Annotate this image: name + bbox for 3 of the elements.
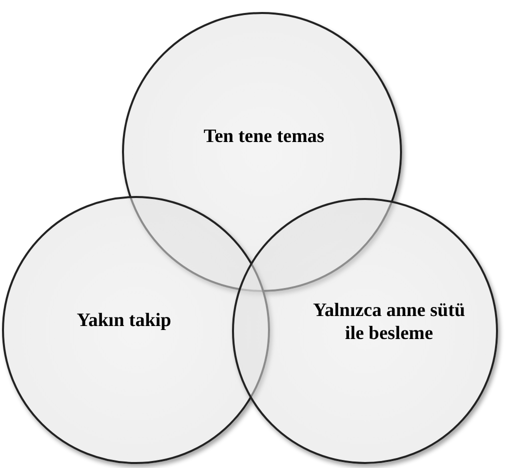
circle-label: Yalnızca anne sütü ile besleme: [312, 300, 466, 346]
circle-label: Ten tene temas: [202, 126, 326, 149]
circle-label: Yakın takip: [76, 310, 172, 333]
